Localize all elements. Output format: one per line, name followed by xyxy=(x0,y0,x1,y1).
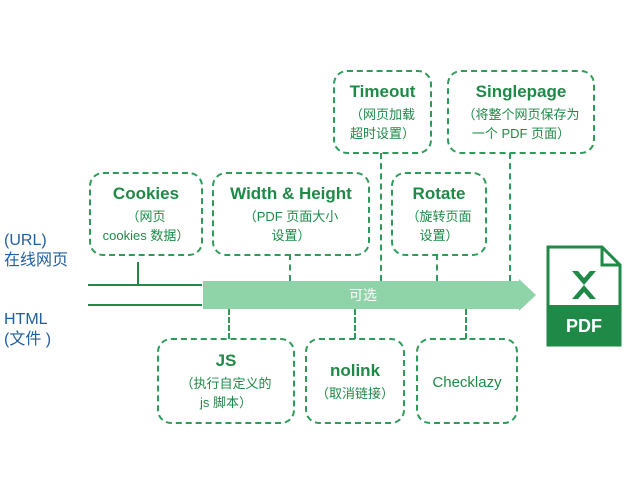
pdf-label: PDF xyxy=(566,316,602,336)
checklazy-box: Checklazy xyxy=(416,338,518,424)
singlepage-box: Singlepage （将整个网页保存为 一个 PDF 页面） xyxy=(447,70,595,154)
width-height-title: Width & Height xyxy=(230,184,352,203)
width-height-box: Width & Height （PDF 页面大小 设置） xyxy=(212,172,370,256)
url-input-label: (URL) 在线网页 xyxy=(4,232,69,269)
rotate-desc: （旋转页面 设置） xyxy=(406,209,472,243)
html-input-label: HTML (文件 ) xyxy=(4,311,52,348)
url-line xyxy=(88,284,202,286)
cookies-box: Cookies （网页 cookies 数据） xyxy=(89,172,203,256)
connector-singlepage xyxy=(509,153,511,281)
width-height-desc: （PDF 页面大小 设置） xyxy=(243,209,339,243)
pdf-file-icon: PDF xyxy=(546,245,622,347)
connector-checklazy xyxy=(465,309,467,339)
singlepage-title: Singlepage xyxy=(475,82,567,101)
cookies-desc: （网页 cookies 数据） xyxy=(102,209,190,243)
connector-js xyxy=(228,309,230,339)
singlepage-desc: （将整个网页保存为 一个 PDF 页面） xyxy=(462,107,580,141)
connector-timeout xyxy=(380,153,382,281)
connector-nolink xyxy=(354,309,356,339)
timeout-box: Timeout （网页加载 超时设置） xyxy=(333,70,432,154)
nolink-desc: （取消链接） xyxy=(315,385,394,401)
cookies-join-line xyxy=(137,262,139,284)
timeout-desc: （网页加载 超时设置） xyxy=(349,107,415,141)
js-desc: （执行自定义的 js 脚本） xyxy=(180,376,272,410)
optional-arrow xyxy=(203,279,536,311)
rotate-title: Rotate xyxy=(412,184,466,203)
connector-rotate xyxy=(436,254,438,281)
timeout-title: Timeout xyxy=(349,82,416,101)
optional-label: 可选 xyxy=(349,287,377,303)
html-line xyxy=(88,304,202,306)
connector-width-height xyxy=(289,254,291,281)
js-title: JS xyxy=(215,351,237,370)
cookies-title: Cookies xyxy=(112,184,180,203)
checklazy-label: Checklazy xyxy=(432,373,502,391)
rotate-box: Rotate （旋转页面 设置） xyxy=(391,172,487,256)
js-box: JS （执行自定义的 js 脚本） xyxy=(157,338,295,424)
nolink-title: nolink xyxy=(329,360,381,380)
nolink-box: nolink （取消链接） xyxy=(305,338,405,424)
